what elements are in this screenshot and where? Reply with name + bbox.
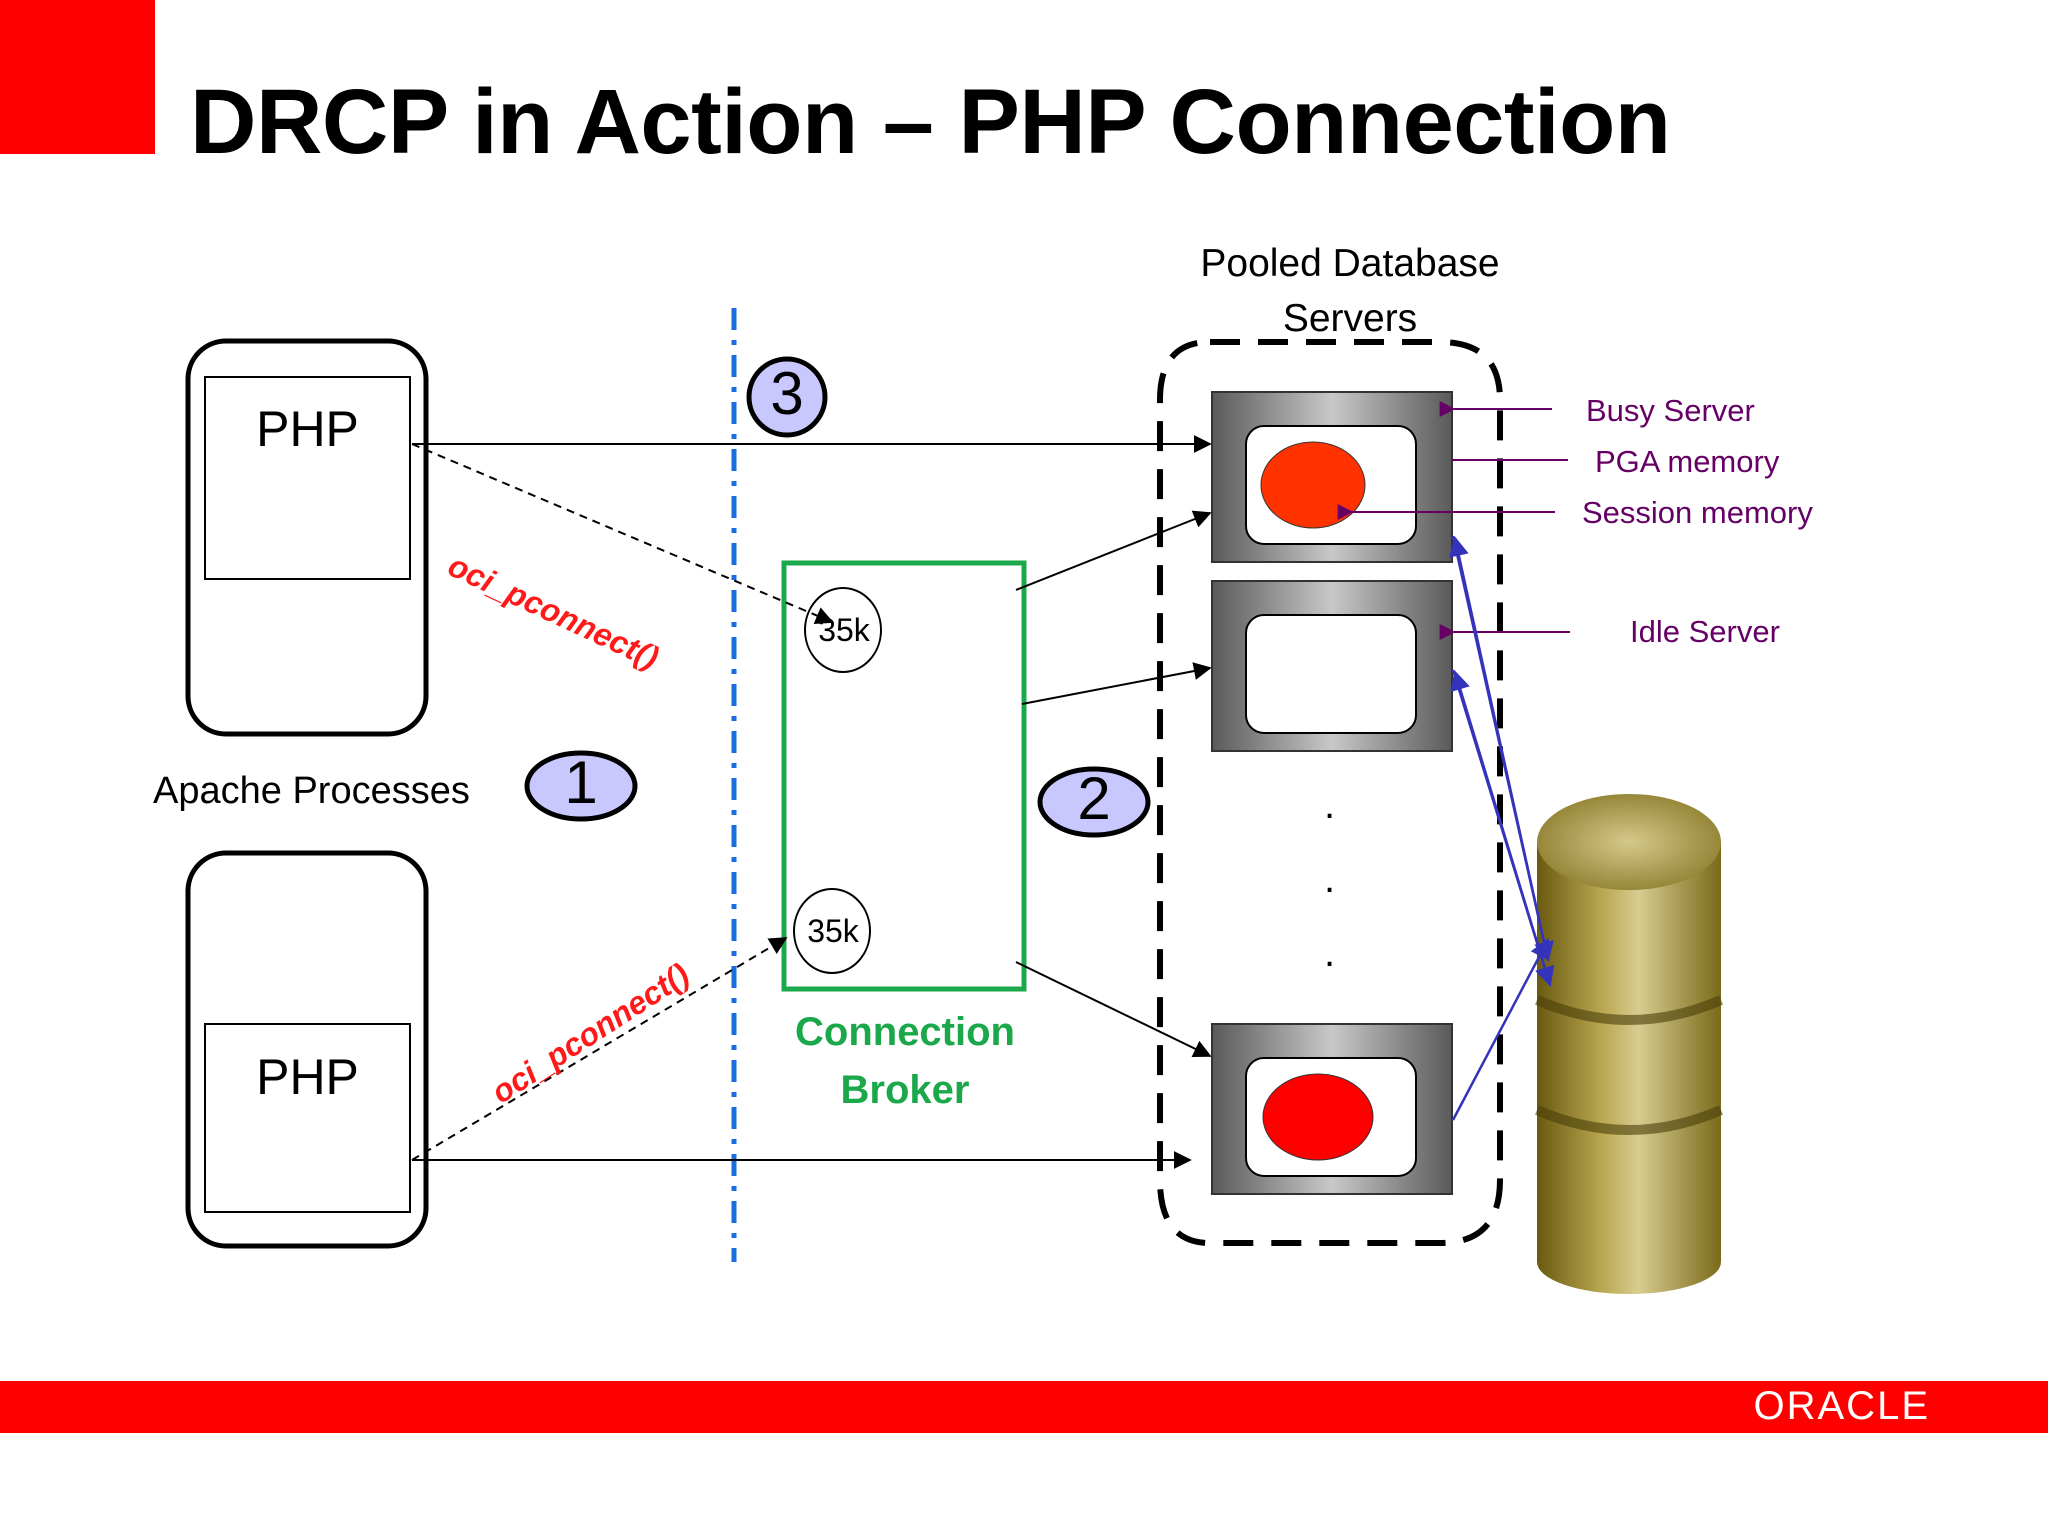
- busy-server: [1211, 391, 1453, 563]
- bottom-server: [1211, 1023, 1453, 1195]
- step-badge-3: [746, 356, 828, 438]
- session-memory-label: Session memory: [1582, 495, 1813, 530]
- oracle-logo: ORACLE: [1753, 1384, 1930, 1428]
- slide-title: DRCP in Action – PHP Connection: [190, 71, 1671, 173]
- oci-pconnect-arrows: [411, 443, 834, 1161]
- connection-arrows: [412, 435, 1212, 1169]
- memory-label-bottom: 35k: [807, 913, 859, 949]
- ellipsis-dot-1: .: [1324, 783, 1336, 827]
- step-badge-2: [1037, 766, 1151, 838]
- pooled-servers-outline: [1157, 339, 1503, 1246]
- apache-process-top: [185, 338, 429, 737]
- pooled-servers-label-line1: Pooled Database: [1200, 242, 1500, 285]
- db-connectors: [1449, 535, 1555, 1121]
- apache-process-bottom: [185, 850, 429, 1249]
- step-badge-3-text: 3: [770, 360, 804, 427]
- php-label-top: PHP: [256, 401, 359, 457]
- pooled-servers-label-line2: Servers: [1282, 297, 1418, 340]
- ellipsis-dot-2: .: [1324, 857, 1336, 901]
- footer-bar: [0, 1381, 2048, 1433]
- connection-broker-label: Connection Broker: [760, 1003, 1050, 1119]
- step-badge-1: [524, 750, 638, 822]
- connection-broker-label-line1: Connection: [795, 1010, 1015, 1054]
- php-label-bottom: PHP: [256, 1049, 359, 1105]
- busy-server-label: Busy Server: [1586, 393, 1755, 428]
- memory-label-top: 35k: [818, 612, 870, 648]
- idle-server: [1211, 580, 1453, 752]
- pooled-servers-label: Pooled Database Servers: [1180, 236, 1520, 346]
- ellipsis-dot-3: .: [1324, 931, 1336, 975]
- connection-broker-label-line2: Broker: [840, 1068, 970, 1112]
- step-badge-2-text: 2: [1077, 765, 1111, 832]
- pga-memory-label: PGA memory: [1595, 444, 1780, 479]
- step-badge-1-text: 1: [564, 749, 598, 816]
- idle-server-label: Idle Server: [1630, 614, 1780, 649]
- database-cylinder: [1535, 794, 1723, 1294]
- label-pointers: [1337, 401, 1570, 640]
- corner-accent-block: [0, 0, 155, 154]
- apache-processes-label: Apache Processes: [153, 770, 470, 812]
- memory-circle-bottom: [793, 888, 871, 974]
